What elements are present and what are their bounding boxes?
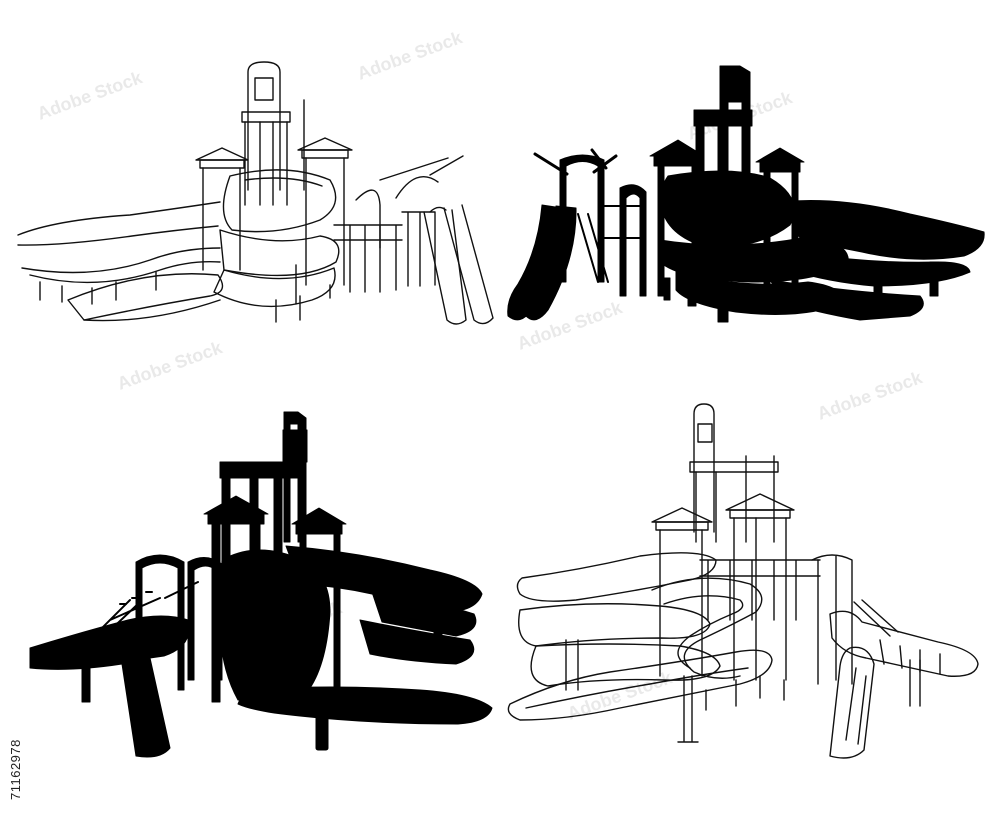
watermark-text: Adobe Stock [35, 67, 146, 124]
stock-id-text: 71162978 [8, 739, 23, 800]
silhouette-waterpark-top-right [507, 65, 985, 323]
watermark-text: Adobe Stock [355, 27, 466, 84]
silhouette-waterpark-bottom-left [29, 411, 493, 758]
outline-waterpark-top-left [17, 61, 494, 325]
outline-waterpark-bottom-right [507, 403, 979, 759]
stock-id-label: 71162978 [6, 600, 26, 800]
watermark-text: Adobe Stock [815, 367, 926, 424]
watermark-text: Adobe Stock [115, 337, 226, 394]
